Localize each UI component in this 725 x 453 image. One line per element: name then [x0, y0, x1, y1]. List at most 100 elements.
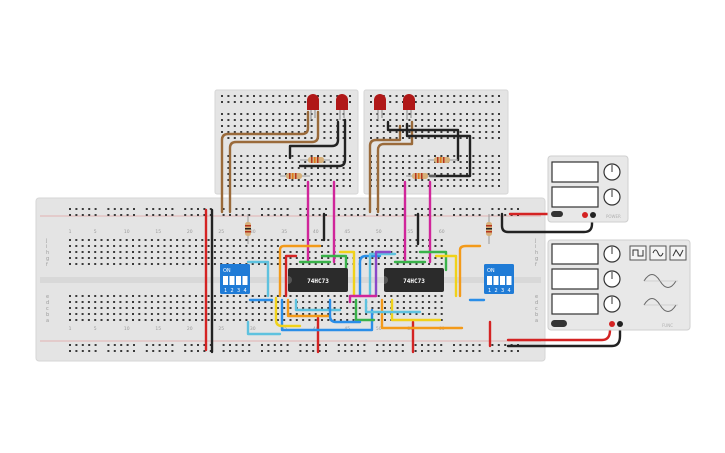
wire-cyan[interactable]	[294, 298, 342, 312]
wire-purple[interactable]	[374, 250, 392, 298]
led[interactable]	[374, 94, 386, 120]
column-number: 55	[407, 229, 413, 235]
column-number: 50	[376, 326, 382, 332]
dip-switch-right[interactable]: ON 1 2 3 4	[484, 264, 514, 294]
wire-blue[interactable]	[358, 254, 382, 298]
power-supply[interactable]: POWER	[547, 155, 629, 223]
column-number: 25	[218, 229, 224, 235]
wire-orange[interactable]	[278, 244, 322, 298]
dip-toggle[interactable]	[493, 276, 499, 285]
wire-yellow[interactable]	[434, 254, 458, 298]
chip-label: 74HC73	[307, 278, 329, 285]
wire-orange[interactable]	[286, 298, 332, 318]
wire-black[interactable]	[288, 120, 340, 160]
row-letter: b	[535, 312, 538, 318]
row-letter: c	[46, 306, 49, 312]
wire-green[interactable]	[418, 250, 448, 272]
led[interactable]	[403, 94, 415, 120]
wire-black[interactable]	[298, 118, 347, 168]
negative-terminal[interactable]	[590, 212, 596, 218]
wire-orange[interactable]	[458, 244, 482, 298]
wire-green[interactable]	[320, 254, 348, 272]
resistor[interactable]	[280, 173, 310, 179]
dip-toggle[interactable]	[487, 276, 492, 285]
chip-left[interactable]: 74HC73	[288, 268, 348, 292]
wire-black[interactable]	[405, 122, 472, 178]
wire-black[interactable]	[506, 324, 622, 348]
column-number: 60	[439, 229, 445, 235]
resistor[interactable]	[245, 214, 251, 244]
wire-magenta[interactable]	[348, 294, 378, 304]
column-number: 1	[69, 326, 72, 332]
column-number: 35	[281, 229, 287, 235]
wire-blue[interactable]	[328, 298, 362, 324]
row-letter: a	[46, 318, 49, 324]
dip-position: 3	[237, 288, 240, 294]
row-letter: c	[535, 306, 538, 312]
wire-cyan[interactable]	[368, 252, 397, 298]
wire-brown[interactable]	[368, 124, 402, 214]
dip-toggle[interactable]	[236, 276, 241, 285]
resistor[interactable]	[406, 173, 436, 179]
voltage-display	[551, 161, 599, 183]
wire-brown[interactable]	[228, 110, 320, 214]
wires[interactable]	[204, 110, 622, 354]
led[interactable]	[336, 94, 348, 120]
column-number: 5	[94, 326, 97, 332]
column-number: 15	[155, 326, 161, 332]
column-number: 40	[313, 229, 319, 235]
dip-toggle[interactable]	[506, 276, 512, 285]
small-breadboard-right[interactable]	[363, 89, 509, 195]
row-letter: b	[46, 312, 49, 318]
column-number: 30	[250, 229, 256, 235]
dip-toggle[interactable]	[229, 276, 235, 285]
wire-yellow[interactable]	[390, 298, 442, 322]
wire-brown[interactable]	[220, 110, 310, 214]
column-number: 50	[376, 229, 382, 235]
column-number: 20	[187, 229, 193, 235]
wire-red[interactable]	[284, 254, 298, 298]
wire-green[interactable]	[354, 298, 376, 322]
column-number: 10	[124, 326, 130, 332]
row-letter: g	[535, 256, 538, 262]
dip-toggle[interactable]	[223, 276, 228, 285]
row-letter: j	[534, 238, 536, 244]
row-letter: e	[535, 294, 538, 300]
dip-toggle[interactable]	[500, 276, 505, 285]
row-letter: a	[535, 318, 538, 324]
dip-on-label: ON	[487, 268, 495, 274]
chip-right[interactable]: 74HC73	[384, 268, 444, 292]
wire-black[interactable]	[386, 120, 460, 162]
wire-yellow[interactable]	[338, 250, 356, 298]
wire-brown[interactable]	[376, 120, 414, 214]
function-generator[interactable]: FUNC	[547, 239, 691, 331]
column-number: 25	[218, 326, 224, 332]
frequency-display	[551, 243, 599, 265]
wire-cyan[interactable]	[246, 320, 282, 336]
wire-orange[interactable]	[380, 298, 464, 330]
wire-cyan[interactable]	[246, 260, 270, 298]
function-generator-brand: FUNC	[662, 323, 673, 328]
column-number: 45	[344, 229, 350, 235]
led[interactable]	[307, 94, 319, 120]
output-positive-terminal[interactable]	[609, 321, 615, 327]
wire-cyan[interactable]	[364, 298, 422, 314]
row-letter: h	[46, 250, 49, 256]
wire-black[interactable]	[500, 212, 594, 234]
positive-terminal[interactable]	[582, 212, 588, 218]
wire-yellow[interactable]	[274, 296, 302, 328]
power-switch[interactable]	[551, 211, 563, 217]
resistor[interactable]	[486, 214, 492, 244]
output-negative-terminal[interactable]	[617, 321, 623, 327]
dip-switch-left[interactable]: ON 1 2 3 4	[220, 264, 250, 294]
row-letter: f	[535, 262, 537, 268]
resistor[interactable]	[428, 157, 458, 163]
resistor[interactable]	[300, 157, 330, 163]
dip-toggle[interactable]	[242, 276, 248, 285]
power-switch[interactable]	[551, 320, 567, 327]
column-number: 20	[187, 326, 193, 332]
column-number: 30	[250, 326, 256, 332]
row-letter: d	[46, 300, 49, 306]
